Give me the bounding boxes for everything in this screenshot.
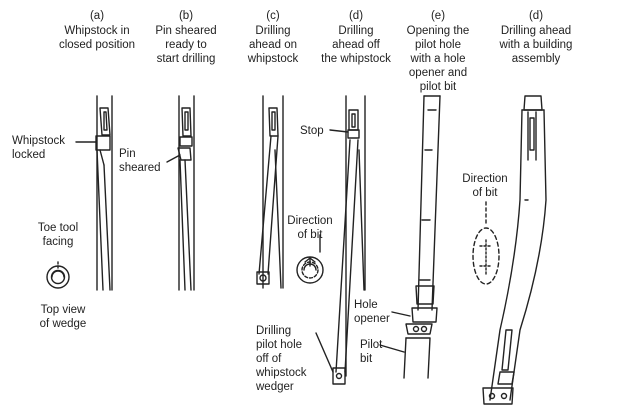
panel-e-letter: (e) bbox=[430, 10, 446, 22]
hole-opener-label: Hole opener bbox=[354, 299, 390, 325]
drilling-pilot-hole-label: Drilling pilot hole off of whipstock wed… bbox=[256, 325, 307, 393]
panel-d-caption: Drilling ahead off the whipstock bbox=[321, 25, 391, 65]
whipstock-locked-label: Whipstock locked bbox=[12, 135, 66, 161]
panel-a-letter: (a) bbox=[89, 10, 105, 22]
direction-of-bit-label-f: Direction of bit bbox=[462, 173, 508, 199]
panel-c-letter: (c) bbox=[266, 10, 280, 22]
top-view-of-wedge-label: Top view of wedge bbox=[39, 304, 87, 330]
panel-b-drawing bbox=[166, 95, 195, 291]
panel-e-caption: Opening the pilot hole with a hole opene… bbox=[406, 25, 470, 93]
panel-c-caption: Drilling ahead on whipstock bbox=[247, 25, 299, 65]
stop-label: Stop bbox=[300, 125, 324, 137]
panel-e-drawing bbox=[379, 95, 441, 379]
panel-b-letter: (b) bbox=[178, 10, 194, 22]
panel-f-letter: (d) bbox=[528, 10, 544, 22]
pin-sheared-label: Pin sheared bbox=[119, 148, 161, 174]
panel-c-drawing bbox=[256, 95, 324, 289]
panel-f-drawing bbox=[472, 95, 547, 405]
panel-a-caption: Whipstock in closed position bbox=[58, 25, 136, 51]
panel-d-letter: (d) bbox=[348, 10, 364, 22]
panel-d-drawing bbox=[315, 95, 366, 385]
panel-f-caption: Drilling ahead with a building assembly bbox=[499, 25, 573, 65]
pilot-bit-label: Pilot bit bbox=[360, 339, 383, 365]
toe-tool-facing-label: Toe tool facing bbox=[37, 222, 79, 248]
panel-a-drawing bbox=[46, 95, 113, 291]
panel-b-caption: Pin sheared ready to start drilling bbox=[155, 25, 217, 65]
